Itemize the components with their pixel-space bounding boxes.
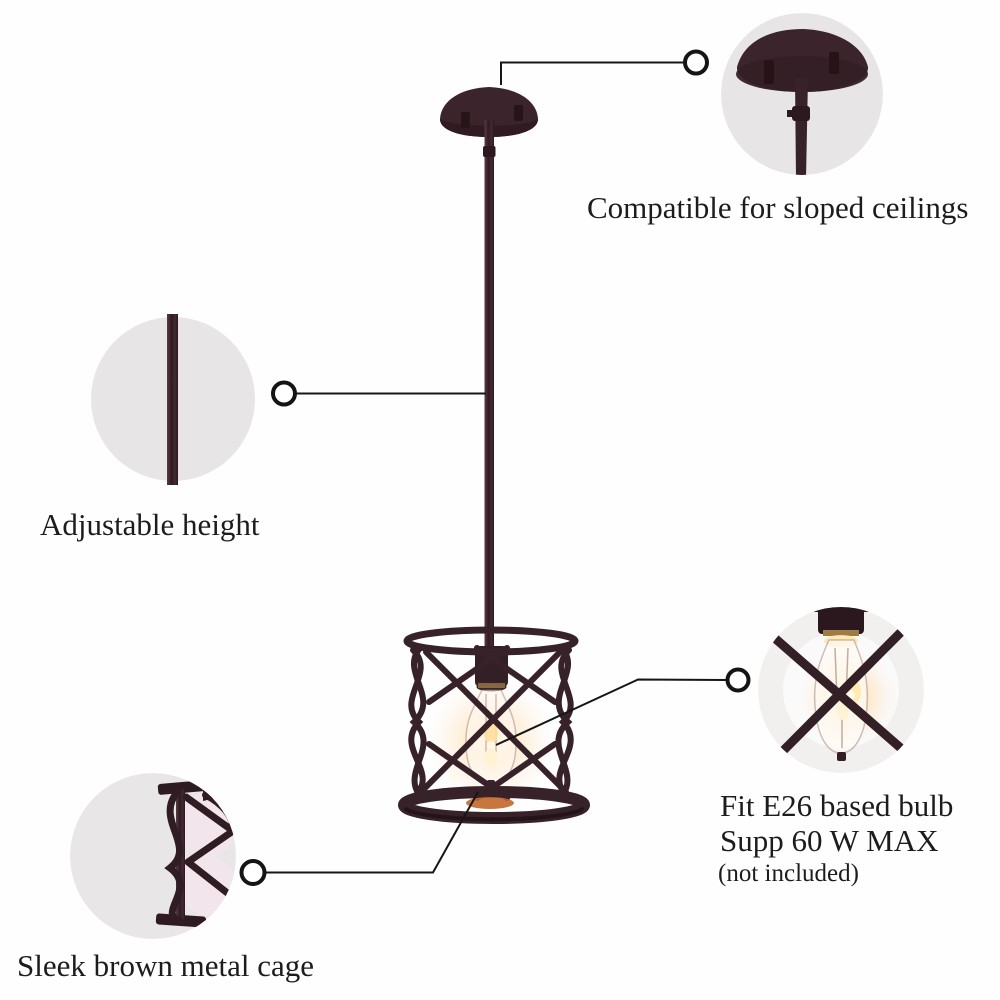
zoom-callout-cage xyxy=(70,773,236,939)
cage-top-ring xyxy=(403,626,579,656)
zoom-callout-bulb xyxy=(758,607,924,773)
ring-markers xyxy=(239,49,751,886)
label-bulb-line3: (not included) xyxy=(718,860,859,887)
leader-line-cage xyxy=(264,791,479,874)
metal-cage xyxy=(398,626,590,824)
label-bulb-line1: Fit E26 based bulb xyxy=(720,788,954,823)
bottom-warm-glow xyxy=(466,797,514,809)
cage-wires-closeup xyxy=(758,613,924,771)
leader-line-canopy xyxy=(500,61,685,85)
zoom-callout-canopy xyxy=(721,13,883,175)
rod-closeup-sloped xyxy=(795,78,808,175)
hanging-rod xyxy=(483,120,496,648)
leader-lines xyxy=(264,61,727,874)
rod-coupling xyxy=(483,146,496,157)
ring-marker-bulb xyxy=(725,667,751,693)
label-bulb-line2: Supp 60 W MAX xyxy=(720,823,939,858)
leader-line-bulb xyxy=(495,678,727,746)
socket-closeup xyxy=(818,608,864,634)
zoom-callout-rod xyxy=(91,314,255,485)
ring-marker-canopy xyxy=(683,49,709,76)
cage-zigzag-closeup xyxy=(182,793,236,903)
label-sloped-ceilings: Compatible for sloped ceilings xyxy=(587,190,969,225)
ring-marker-rod xyxy=(271,380,297,407)
cage-curve-closeup xyxy=(164,787,184,925)
cage-side-curl-right xyxy=(555,644,573,802)
edison-bulb xyxy=(429,680,553,804)
rod-closeup xyxy=(167,314,178,485)
label-metal-cage: Sleek brown metal cage xyxy=(17,948,314,983)
label-adjustable-height: Adjustable height xyxy=(40,507,260,542)
ring-marker-cage xyxy=(239,859,267,886)
cage-lattice xyxy=(418,645,569,801)
cage-side-curl-left xyxy=(409,644,427,802)
